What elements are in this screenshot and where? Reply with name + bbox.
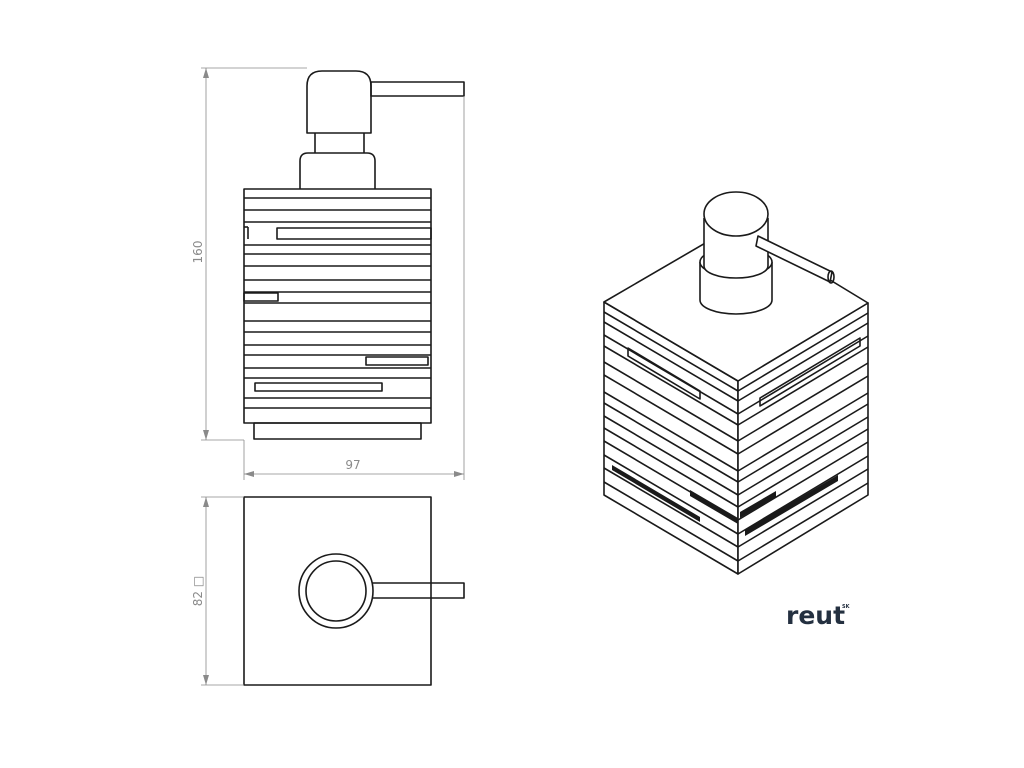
width-dimension: 97 bbox=[243, 96, 465, 480]
logo-text: reut bbox=[786, 601, 845, 630]
height-label: 160 bbox=[191, 241, 205, 264]
pump-head-top bbox=[298, 553, 374, 629]
top-view: 82 □ bbox=[191, 496, 465, 686]
pump-head-iso bbox=[699, 191, 835, 315]
base-label: 82 □ bbox=[191, 576, 205, 606]
bottle-body-front bbox=[243, 188, 432, 440]
logo-suffix: SK bbox=[842, 604, 851, 610]
iso-right-bands bbox=[737, 312, 869, 562]
height-dimension: 160 bbox=[191, 67, 307, 441]
pump-head-front bbox=[299, 70, 465, 189]
brand-logo: reut SK bbox=[786, 601, 851, 630]
isometric-view bbox=[603, 191, 869, 575]
base-dimension: 82 □ bbox=[191, 496, 244, 686]
iso-left-bands bbox=[603, 311, 739, 562]
front-view: 160 97 bbox=[191, 67, 465, 480]
width-label: 97 bbox=[345, 458, 360, 472]
